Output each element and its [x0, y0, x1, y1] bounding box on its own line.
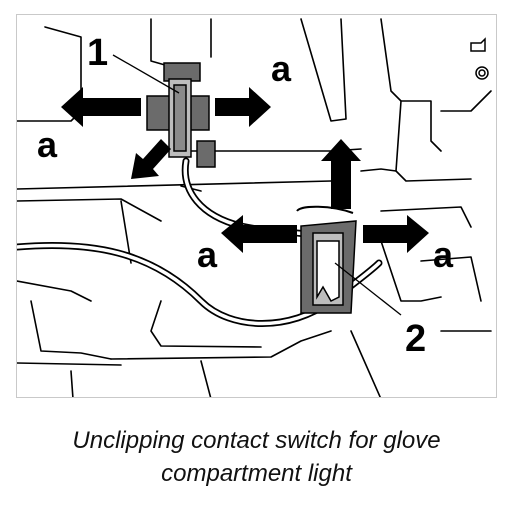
- arrow-left-lower: [221, 215, 297, 253]
- leader-line-2: [334, 262, 402, 316]
- arrow-left-upper: [61, 87, 141, 127]
- callout-2: 2: [405, 318, 426, 360]
- arrow-right-lower: [363, 215, 429, 253]
- caption-line-1: Unclipping contact switch for glove: [72, 427, 441, 454]
- contact-switch-part-2: [296, 205, 357, 314]
- callout-a-lower-left: a: [197, 234, 218, 275]
- contact-switch-part-1: [146, 62, 216, 168]
- leader-lines: [112, 54, 402, 316]
- callout-a-top-right: a: [271, 48, 292, 89]
- leader-line-1: [112, 54, 180, 94]
- glove-compartment-symbol: [470, 37, 489, 80]
- arrows: [61, 87, 429, 253]
- callout-1: 1: [87, 32, 108, 74]
- housing-linework: [17, 18, 492, 397]
- figure-caption: Unclipping contact switch for glove comp…: [0, 424, 513, 490]
- caption-line-2: compartment light: [161, 460, 352, 487]
- arrow-right-upper: [215, 87, 271, 127]
- callout-a-lower-right: a: [433, 234, 454, 275]
- arrow-up-lower: [321, 139, 361, 209]
- callout-a-left: a: [37, 124, 58, 165]
- exploded-view-diagram: 1 2 a a a a: [17, 18, 492, 397]
- illustration-frame: 1 2 a a a a: [16, 14, 497, 398]
- arrow-down-left-upper: [131, 139, 171, 179]
